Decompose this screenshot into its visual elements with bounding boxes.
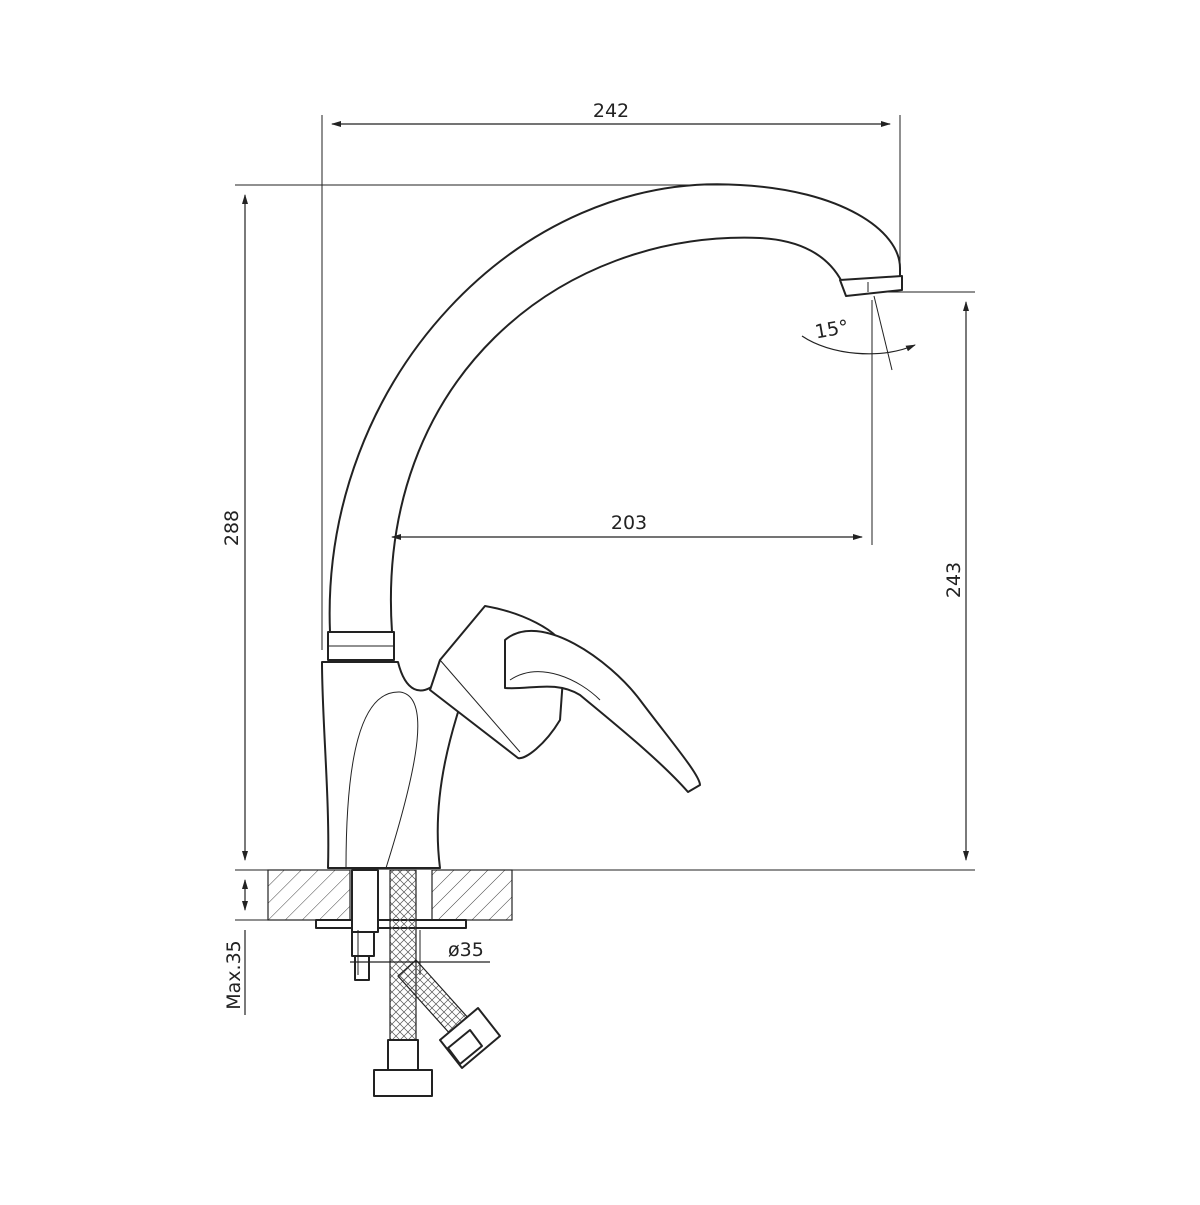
dimension-lines: [235, 115, 975, 1015]
mounting-hardware: [351, 869, 501, 1097]
dim-288-label: 288: [221, 510, 243, 546]
dim-203-label: 203: [611, 512, 647, 534]
dim-hole-label: ø35: [448, 939, 484, 961]
dim-243-label: 243: [943, 562, 965, 598]
dim-15deg-label: 15°: [813, 316, 850, 344]
dim-242-label: 242: [593, 100, 629, 122]
dim-max35-label: Max.35: [223, 940, 245, 1010]
faucet-body: [321, 183, 903, 869]
